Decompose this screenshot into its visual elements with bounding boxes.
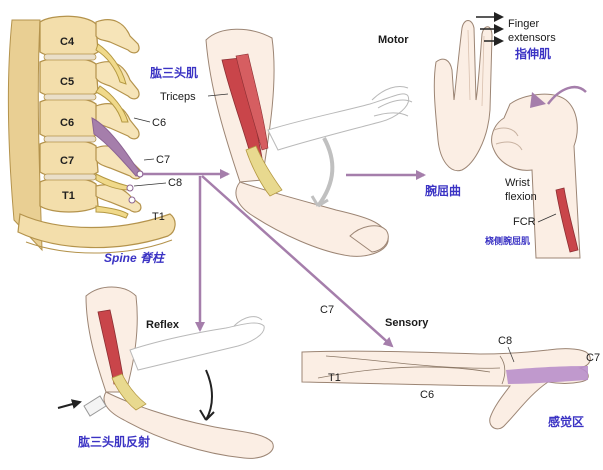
nerve-label-c7: C7 (156, 154, 170, 166)
finger-extensors-label-cn: 指伸肌 (515, 46, 551, 61)
reflex-caption-cn: 肱三头肌反射 (78, 434, 150, 449)
nerve-label-c8: C8 (168, 177, 182, 189)
fcr-label-cn: 桡侧腕屈肌 (485, 235, 530, 246)
wrist-flexion-label-line-2: flexion (505, 191, 537, 203)
vertebra-label-c4: C4 (60, 36, 75, 48)
finger-extensors-label-line-2: extensors (508, 32, 556, 44)
dermatome-label-t1: T1 (328, 372, 341, 384)
finger-extension-hand (434, 21, 492, 171)
wrist-flexion-label-line-1: Wrist (505, 177, 530, 189)
reflex-arm-illustration (58, 287, 273, 458)
dermatome-label-c7: C7 (586, 352, 600, 364)
finger-extensors-label-line-1: Finger (508, 18, 540, 30)
spine-caption: Spine 脊柱 (104, 251, 166, 265)
wrist-flexion-label-cn: 腕屈曲 (424, 183, 461, 198)
nerve-label-c6: C6 (152, 117, 166, 129)
triceps-label: Triceps (160, 91, 196, 103)
triceps-label-cn: 肱三头肌 (150, 65, 198, 80)
motor-title: Motor (378, 34, 409, 46)
sensory-caption-cn: 感觉区 (548, 414, 584, 429)
dermatome-label-c8: C8 (498, 335, 512, 347)
reflex-title: Reflex (146, 319, 180, 331)
vertebra-label-t1: T1 (62, 190, 75, 202)
vertebra-label-c5: C5 (60, 76, 74, 88)
nerve-label-t1: T1 (152, 211, 165, 223)
sensory-root-label: C7 (320, 304, 334, 316)
vertebra-label-c7: C7 (60, 155, 74, 167)
triceps-arm-illustration (206, 29, 412, 256)
sensory-title: Sensory (385, 317, 429, 329)
spine-illustration (8, 16, 175, 253)
vertebra-label-c6: C6 (60, 117, 74, 129)
fcr-label: FCR (513, 216, 536, 228)
dermatome-label-c6: C6 (420, 389, 434, 401)
wrist-flexion-hand (492, 87, 586, 258)
